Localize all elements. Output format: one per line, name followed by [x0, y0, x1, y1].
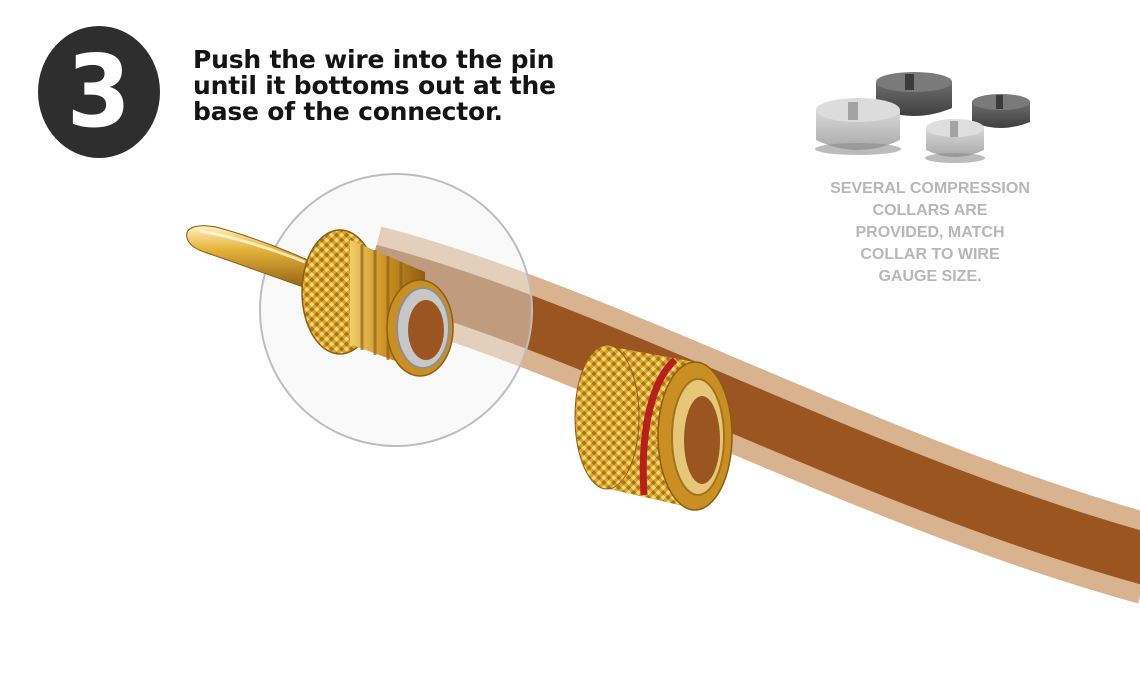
- note-line-1: SEVERAL COMPRESSION: [830, 180, 1030, 197]
- collar-set-icon: [815, 72, 1030, 163]
- note-line-5: GAUGE SIZE.: [878, 268, 982, 285]
- threaded-connector-icon: [301, 229, 454, 377]
- instruction-text: Push the wire into the pin until it bott…: [193, 47, 556, 125]
- note-line-2: COLLARS ARE: [872, 202, 988, 219]
- instruction-line-3: base of the connector.: [193, 97, 503, 126]
- step-number: 3: [66, 33, 132, 150]
- step-number-badge: 3: [38, 26, 160, 158]
- note-line-3: PROVIDED, MATCH: [855, 224, 1005, 241]
- instruction-line-1: Push the wire into the pin: [193, 45, 555, 74]
- collar-note: SEVERAL COMPRESSION COLLARS ARE PROVIDED…: [790, 178, 1070, 288]
- note-line-4: COLLAR TO WIRE: [860, 246, 1000, 263]
- instruction-line-2: until it bottoms out at the: [193, 71, 556, 100]
- compression-collar-icon: [574, 344, 733, 511]
- wire-icon: [358, 226, 1140, 604]
